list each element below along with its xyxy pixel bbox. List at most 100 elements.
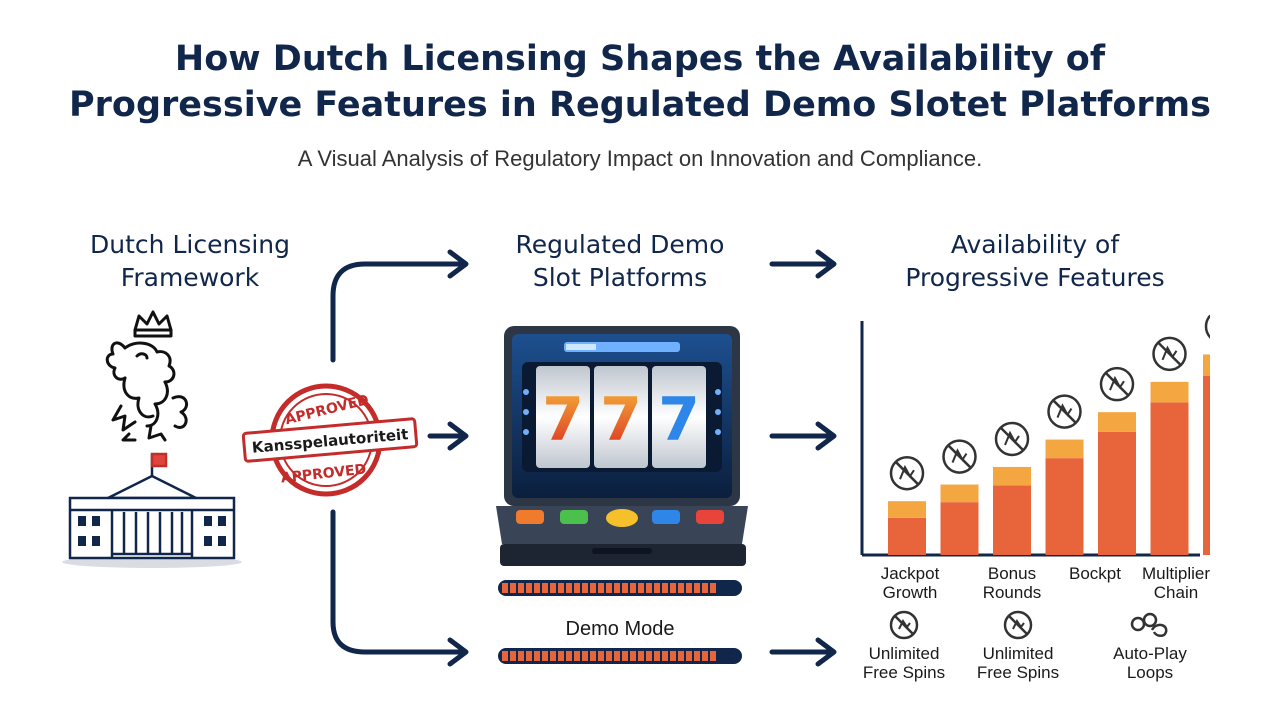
blocked-icon <box>1003 610 1033 640</box>
feature-label-line: Chain <box>1153 583 1199 602</box>
heading-licensing-line1: Dutch Licensing <box>90 230 290 259</box>
blocked-icon <box>1204 315 1210 339</box>
progress-segment <box>622 651 628 661</box>
progress-segment <box>662 583 668 593</box>
progress-segment <box>710 583 716 593</box>
chart-bar <box>1045 458 1084 555</box>
blocked-icon <box>889 610 919 640</box>
feature-label-line: Free Spins <box>976 663 1060 682</box>
progress-segment <box>646 651 652 661</box>
feature-label-line: Unlimited <box>868 644 940 663</box>
progress-segment <box>702 583 708 593</box>
svg-text:7: 7 <box>542 385 584 455</box>
blocked-icon <box>889 455 925 491</box>
progress-segment <box>558 651 564 661</box>
progress-segment <box>606 651 612 661</box>
chart-bar-cap <box>940 484 979 503</box>
progress-segment <box>606 583 612 593</box>
chart-bar-cap <box>1045 439 1084 459</box>
progress-segment <box>526 651 532 661</box>
progress-segment <box>710 651 716 661</box>
heading-licensing-framework: Dutch Licensing Framework <box>30 228 350 294</box>
title-line-1: How Dutch Licensing Shapes the Availabil… <box>174 39 1106 79</box>
cloud-link-icon <box>1130 612 1168 637</box>
progress-segment <box>646 583 652 593</box>
heading-progressive-features: Availability of Progressive Features <box>860 228 1210 294</box>
blocked-icon <box>1047 394 1082 429</box>
progress-segment <box>678 583 684 593</box>
slot-machine-icon: 7 7 7 <box>496 326 748 566</box>
progress-segment <box>702 651 708 661</box>
progress-segment <box>534 583 540 593</box>
progress-segment <box>574 651 580 661</box>
chart-bar-cap <box>993 466 1031 486</box>
feature-label-multiplier: Multiplier Chain <box>1126 564 1226 602</box>
blocked-icon <box>942 439 977 474</box>
chart-bar <box>940 502 979 555</box>
progress-segment <box>510 651 516 661</box>
progress-segment <box>534 651 540 661</box>
heading-licensing-line2: Framework <box>120 263 260 292</box>
progress-segment <box>678 651 684 661</box>
progress-segment <box>614 651 620 661</box>
heading-demo-platforms: Regulated Demo Slot Platforms <box>460 228 780 294</box>
heading-platforms-line1: Regulated Demo <box>515 230 725 259</box>
chart-bar-cap <box>888 501 926 518</box>
progress-segment <box>518 583 524 593</box>
progress-segment <box>670 651 676 661</box>
progress-segment <box>574 583 580 593</box>
progress-segment <box>638 583 644 593</box>
progress-segment <box>550 651 556 661</box>
feature-label-line: Rounds <box>982 583 1042 602</box>
feature-label-bockpt: Bockpt <box>1045 564 1145 583</box>
progress-segment <box>654 651 660 661</box>
demo-mode-progress-bar <box>498 648 742 664</box>
feature-label-line: Jackpot <box>880 564 940 583</box>
feature-label-free-spins-1: Unlimited Free Spins <box>854 644 954 682</box>
progress-segment <box>558 583 564 593</box>
progress-segment <box>502 651 508 661</box>
progress-segment <box>630 651 636 661</box>
feature-label-auto-play: Auto-Play Loops <box>1100 644 1200 682</box>
progress-segment <box>654 583 660 593</box>
svg-text:7: 7 <box>600 385 642 455</box>
chart-bar <box>993 485 1031 555</box>
demo-mode-label: Demo Mode <box>565 618 675 640</box>
progress-segment <box>542 583 548 593</box>
arrow-to-demo-mode <box>330 509 465 655</box>
heading-features-line1: Availability of <box>950 230 1120 259</box>
feature-label-line: Auto-Play <box>1113 644 1187 663</box>
progress-segment <box>598 583 604 593</box>
progress-segment <box>622 583 628 593</box>
progress-segment <box>630 583 636 593</box>
chart-bar <box>1098 431 1136 555</box>
blocked-icon <box>1099 366 1135 402</box>
progress-segment <box>686 651 692 661</box>
progress-segment <box>550 583 556 593</box>
feature-label-line: Bockpt <box>1069 564 1121 583</box>
kansspelautoriteit-approved-stamp: Kansspelautoriteit APPROVED APPROVED <box>241 383 419 497</box>
feature-label-line: Growth <box>882 583 938 602</box>
heading-platforms-line2: Slot Platforms <box>532 263 708 292</box>
progress-segment <box>526 583 532 593</box>
progress-segment <box>694 651 700 661</box>
progress-segment <box>566 583 572 593</box>
chart-bar-cap <box>1150 381 1189 403</box>
feature-label-free-spins-2: Unlimited Free Spins <box>968 644 1068 682</box>
progress-segment <box>662 651 668 661</box>
blocked-icon <box>994 421 1030 457</box>
progress-segment <box>510 583 516 593</box>
chart-bar-cap <box>1203 354 1210 376</box>
chart-bar-cap <box>1098 412 1136 432</box>
progress-segment <box>686 583 692 593</box>
progress-segment <box>598 651 604 661</box>
reels: 7 7 7 <box>536 366 706 468</box>
progress-segment <box>638 651 644 661</box>
progress-segment <box>518 651 524 661</box>
page-subtitle: A Visual Analysis of Regulatory Impact o… <box>297 146 983 171</box>
progress-segment <box>542 651 548 661</box>
progress-segment <box>614 583 620 593</box>
feature-label-line: Free Spins <box>862 663 946 682</box>
feature-label-line: Multiplier <box>1141 564 1211 583</box>
